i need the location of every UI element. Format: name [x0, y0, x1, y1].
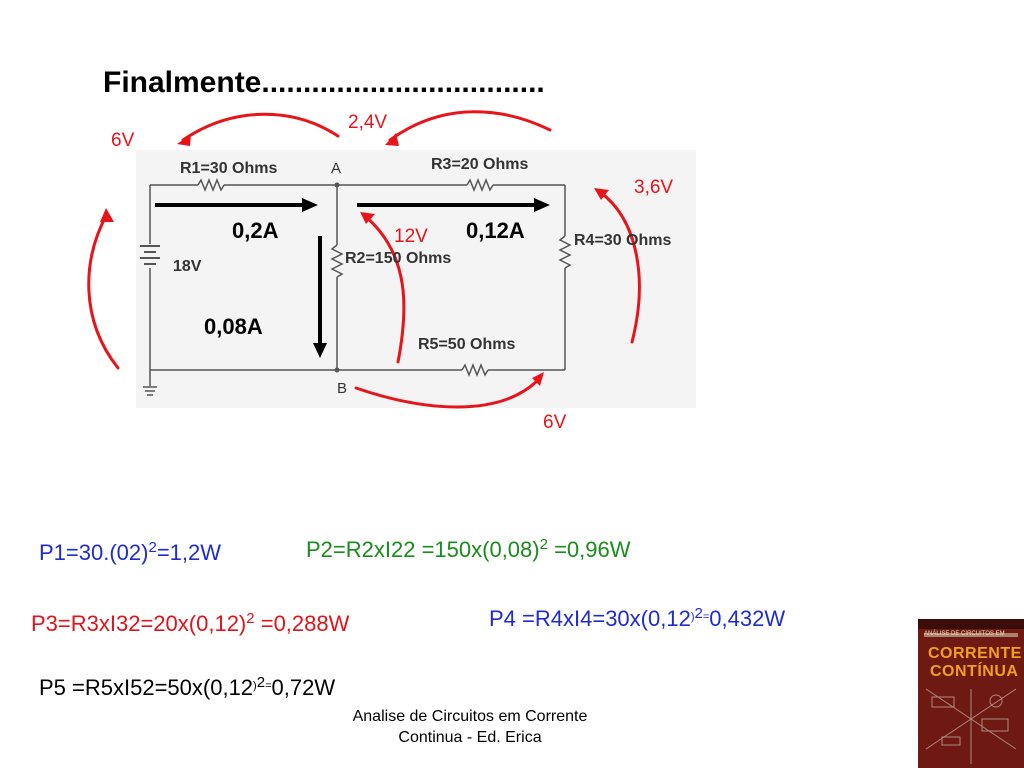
caption-line-1: Analise de Circuitos em Corrente: [352, 708, 588, 725]
r5-label: R5=50 Ohms: [418, 336, 516, 353]
voltage-arrow-r3: [388, 110, 552, 142]
equation-p2: P2=R2xI22 =150x(0,08)2 =0,96W: [306, 536, 631, 562]
caption-line-2: Continua - Ed. Erica: [398, 729, 542, 746]
voltage-r5-label: 6V: [543, 412, 567, 433]
book-title-line-1: CORRENTE: [928, 645, 1022, 662]
voltage-arrow-r4: [598, 190, 641, 344]
book-cover-image: ANÁLISE DE CIRCUITOS EM CORRENTE CONTÍNU…: [918, 619, 1024, 768]
ground-symbol: [143, 386, 157, 396]
node-a-label: A: [331, 160, 342, 177]
voltage-arrow-r2: [364, 215, 406, 364]
book-title-line-2: CONTÍNUA: [930, 663, 1019, 680]
r3-label: R3=20 Ohms: [431, 156, 529, 173]
equation-p3: P3=R3xI32=20x(0,12)2 =0,288W: [31, 610, 350, 636]
node-a-dot: [334, 182, 340, 188]
circuit-wires: [149, 177, 572, 386]
current-main-label: 0,2A: [232, 218, 279, 243]
book-cover-art: [918, 619, 1024, 768]
r4-label: R4=30 Ohms: [574, 232, 672, 249]
voltage-source-label: 6V: [111, 130, 135, 151]
r2-label: R2=150 Ohms: [345, 250, 452, 267]
equation-p5: P5 =R5xI52=50x(0,12)2=0,72W: [39, 674, 336, 700]
equation-p4: P4 =R4xI4=30x(0,12)2=0,432W: [489, 605, 786, 631]
book-caption: Analise de Circuitos em Corrente Continu…: [340, 706, 600, 748]
voltage-arrowheads: [100, 133, 609, 386]
current-r2-label: 0,08A: [204, 314, 263, 339]
r1-label: R1=30 Ohms: [180, 160, 278, 177]
voltage-r1-r3-label: 2,4V: [348, 112, 388, 133]
voltage-arrow-r1: [181, 112, 340, 142]
voltage-r2-label: 12V: [394, 226, 428, 247]
voltage-arrow-r5: [354, 376, 542, 409]
current-arrows: [155, 198, 550, 358]
book-header-text: ANÁLISE DE CIRCUITOS EM: [924, 631, 1005, 637]
battery-symbol: [140, 245, 160, 265]
voltage-r4-label: 3,6V: [634, 177, 674, 198]
slide-title: Finalmente..............................…: [103, 66, 545, 99]
equation-p1: P1=30.(02)2=1,2W: [39, 539, 222, 565]
voltage-arrows: [87, 110, 641, 409]
node-b-dot: [334, 367, 340, 373]
node-b-label: B: [337, 380, 348, 397]
current-right-label: 0,12A: [466, 218, 525, 243]
voltage-arrow-source: [87, 212, 120, 370]
battery-label: 18V: [173, 258, 202, 275]
